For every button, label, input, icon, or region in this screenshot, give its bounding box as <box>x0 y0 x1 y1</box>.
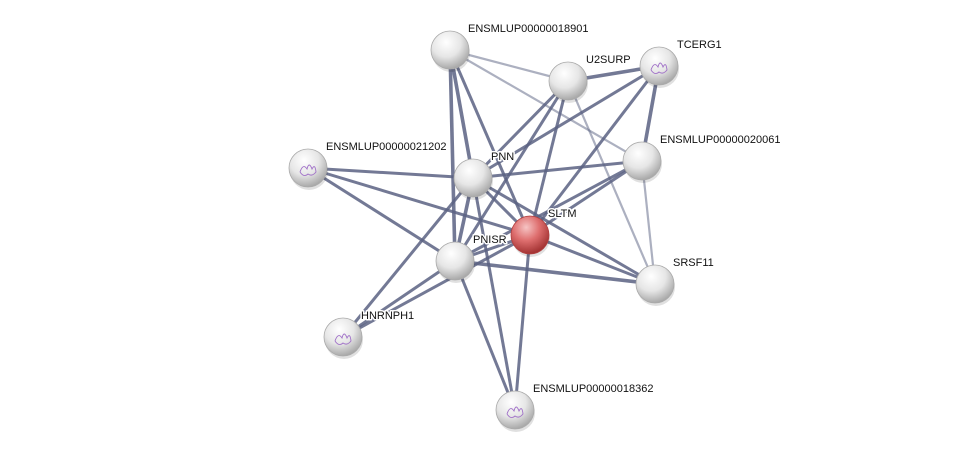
node-label: HNRNPH1 <box>361 310 414 322</box>
node-label: TCERG1 <box>677 39 722 51</box>
node-label: PNN <box>491 151 514 163</box>
node-sphere[interactable] <box>453 158 493 198</box>
protein-structure-icon <box>506 406 524 419</box>
node-sphere[interactable] <box>430 30 470 70</box>
edge-PNN-HNRNPH1[interactable] <box>341 177 475 338</box>
node-label: SRSF11 <box>673 257 714 269</box>
node-ENSMLUP00000018901[interactable]: ENSMLUP00000018901 <box>430 22 590 72</box>
edge-SLTM-ENSMLUP00000018362[interactable] <box>513 234 532 411</box>
edge-TCERG1-PNN[interactable] <box>472 64 660 180</box>
node-label: ENSMLUP00000020061 <box>660 134 780 146</box>
node-U2SURP[interactable]: U2SURP <box>548 53 632 103</box>
node-label: ENSMLUP00000021202 <box>326 141 446 153</box>
node-sphere[interactable] <box>435 241 475 281</box>
edge-ENSMLUP00000020061-SLTM[interactable] <box>529 159 643 237</box>
node-sphere[interactable] <box>495 390 535 430</box>
node-PNN[interactable]: PNN <box>453 150 516 200</box>
node-ENSMLUP00000020061[interactable]: ENSMLUP00000020061 <box>622 133 782 183</box>
node-ENSMLUP00000018362[interactable]: ENSMLUP00000018362 <box>495 382 655 432</box>
node-sphere[interactable] <box>639 46 679 86</box>
protein-structure-icon <box>299 164 317 177</box>
node-label: U2SURP <box>586 54 631 66</box>
edge-ENSMLUP00000018901-U2SURP[interactable] <box>449 48 569 83</box>
node-sphere[interactable] <box>548 61 588 101</box>
edge-SLTM-HNRNPH1[interactable] <box>342 233 531 339</box>
edge-SLTM-SRSF11[interactable] <box>529 233 656 286</box>
edge-ENSMLUP00000021202-SLTM[interactable] <box>307 166 531 237</box>
node-HNRNPH1[interactable]: HNRNPH1 <box>323 309 416 359</box>
node-SRSF11[interactable]: SRSF11 <box>635 256 715 306</box>
node-label: ENSMLUP00000018901 <box>468 23 588 35</box>
protein-structure-icon <box>650 62 668 75</box>
node-sphere[interactable] <box>622 141 662 181</box>
edge-U2SURP-SLTM[interactable] <box>528 80 570 236</box>
node-sphere[interactable] <box>323 317 363 357</box>
node-SLTM[interactable]: SLTM <box>510 207 578 257</box>
edge-PNN-SRSF11[interactable] <box>472 176 656 286</box>
edge-U2SURP-PNN[interactable] <box>471 79 570 180</box>
edge-TCERG1-SLTM[interactable] <box>528 65 661 236</box>
node-TCERG1[interactable]: TCERG1 <box>639 38 723 88</box>
protein-structure-icon <box>334 333 352 346</box>
node-ENSMLUP00000021202[interactable]: ENSMLUP00000021202 <box>288 140 448 190</box>
node-label: PNISR <box>473 234 507 246</box>
edge-PNISR-HNRNPH1[interactable] <box>342 259 456 339</box>
edge-ENSMLUP00000021202-PNN[interactable] <box>307 166 474 180</box>
node-sphere[interactable] <box>635 264 675 304</box>
edge-PNN-ENSMLUP00000018362[interactable] <box>471 177 517 411</box>
node-sphere[interactable] <box>288 148 328 188</box>
edge-ENSMLUP00000021202-PNISR[interactable] <box>307 166 456 263</box>
node-PNISR[interactable]: PNISR <box>435 233 508 283</box>
edge-ENSMLUP00000020061-PNISR[interactable] <box>454 159 643 263</box>
edge-PNISR-SRSF11[interactable] <box>454 259 656 286</box>
edge-PNISR-ENSMLUP00000018362[interactable] <box>453 260 517 411</box>
edge-ENSMLUP00000020061-SRSF11[interactable] <box>640 160 657 285</box>
edge-ENSMLUP00000018901-PNN[interactable] <box>448 49 475 179</box>
edge-U2SURP-PNISR[interactable] <box>453 80 570 262</box>
edge-ENSMLUP00000018901-PNISR[interactable] <box>448 49 457 262</box>
node-label: SLTM <box>548 208 577 220</box>
node-label: ENSMLUP00000018362 <box>533 383 653 395</box>
edge-PNN-ENSMLUP00000020061[interactable] <box>472 159 643 180</box>
node-sphere[interactable] <box>510 215 550 255</box>
